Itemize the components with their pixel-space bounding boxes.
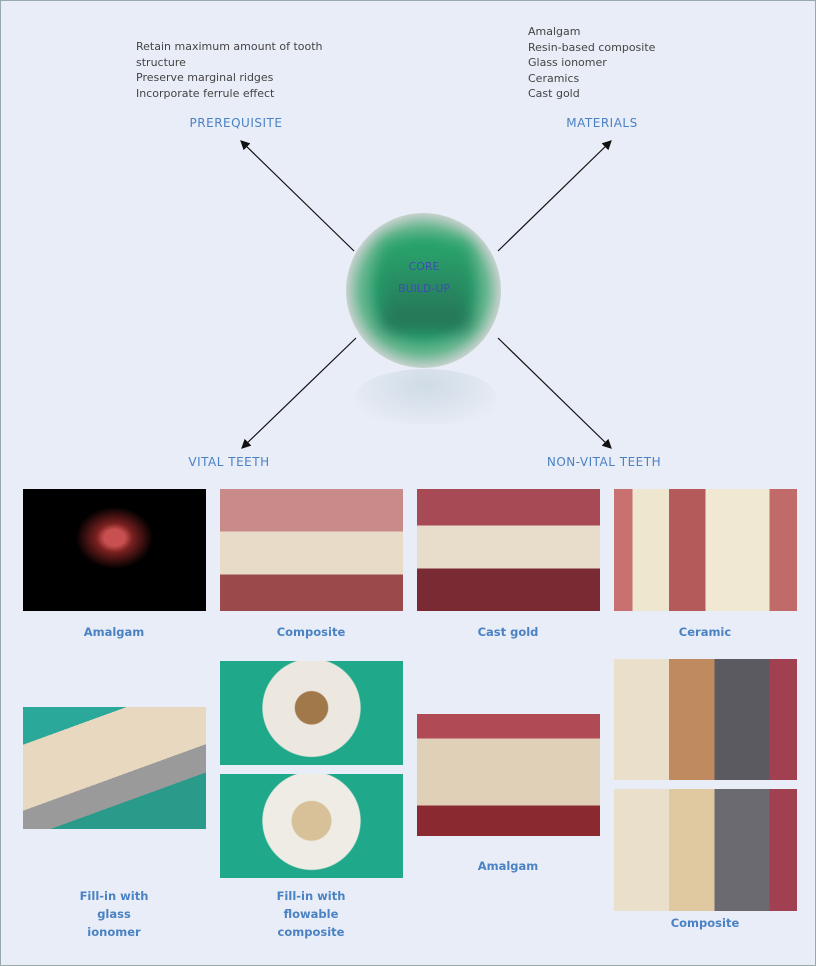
photo-non-vital-amalgam: [417, 714, 600, 836]
list-item: Ceramics: [528, 71, 580, 85]
prerequisite-list: Retain maximum amount of tooth structure…: [136, 39, 323, 101]
photo-composite-before: [614, 659, 797, 780]
core-label: CORE: [408, 260, 440, 273]
caption-ceramic: Ceramic: [678, 625, 732, 639]
list-item: structure: [136, 55, 186, 69]
core-square: [381, 241, 471, 331]
caption-line: Fill-in with: [79, 889, 149, 903]
caption-glass-ionomer: Fill-in with glass ionomer: [24, 887, 204, 941]
caption-line: composite: [277, 925, 345, 939]
caption-cast-gold: Cast gold: [477, 625, 539, 639]
photo-vital-composite: [220, 489, 403, 611]
caption-vital-amalgam: Amalgam: [83, 625, 145, 639]
sphere-reflection: [356, 369, 496, 424]
photo-vital-amalgam: [23, 489, 206, 611]
list-item: Amalgam: [528, 25, 581, 38]
list-item: Glass ionomer: [528, 56, 607, 69]
caption-line: flowable: [283, 907, 339, 921]
prerequisite-heading: PREREQUISITE: [189, 116, 283, 130]
caption-non-vital-amalgam: Amalgam: [477, 859, 539, 873]
list-item: Incorporate ferrule effect: [136, 86, 275, 100]
list-item: Retain maximum amount of tooth: [136, 40, 323, 53]
photo-flowable-before: [220, 661, 403, 765]
arrow-materials: [497, 140, 612, 252]
non-vital-teeth-heading: NON-VITAL TEETH: [546, 455, 662, 469]
list-item: Cast gold: [528, 87, 580, 100]
caption-line: glass: [97, 907, 131, 921]
caption-line: ionomer: [87, 925, 141, 939]
photo-flowable-after: [220, 774, 403, 878]
caption-vital-composite: Composite: [276, 625, 346, 639]
caption-flowable-composite: Fill-in with flowable composite: [221, 887, 401, 941]
arrow-vital: [241, 337, 357, 449]
arrow-non-vital: [497, 337, 612, 449]
photo-composite-after: [614, 789, 797, 911]
photo-cast-gold: [417, 489, 600, 611]
vital-teeth-heading: VITAL TEETH: [188, 455, 270, 469]
photo-glass-ionomer: [23, 707, 206, 829]
list-item: Resin-based composite: [528, 40, 656, 54]
caption-line: Fill-in with: [276, 889, 346, 903]
materials-heading: MATERIALS: [566, 116, 638, 130]
list-item: Preserve marginal ridges: [136, 71, 274, 84]
materials-list: Amalgam Resin-based composite Glass iono…: [528, 24, 655, 102]
arrow-prerequisite: [240, 140, 355, 252]
buildup-label: BUILD-UP: [397, 282, 451, 295]
caption-non-vital-composite: Composite: [670, 916, 740, 930]
photo-ceramic: [614, 489, 797, 611]
